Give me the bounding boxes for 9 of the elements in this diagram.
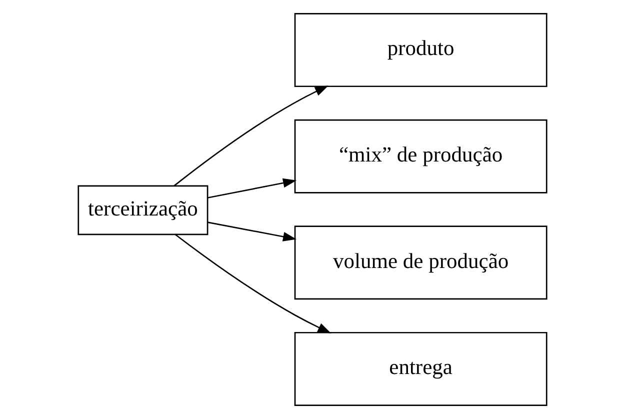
- arrow: [207, 178, 296, 198]
- arrow: [174, 234, 331, 334]
- node-box: volume de produção: [294, 226, 547, 300]
- node-box: produto: [294, 13, 547, 88]
- arrow: [207, 222, 296, 242]
- node-box: entrega: [294, 332, 547, 406]
- arrow: [173, 86, 328, 186]
- node-box: terceirização: [77, 185, 208, 236]
- node-box: “mix” de produção: [294, 119, 547, 194]
